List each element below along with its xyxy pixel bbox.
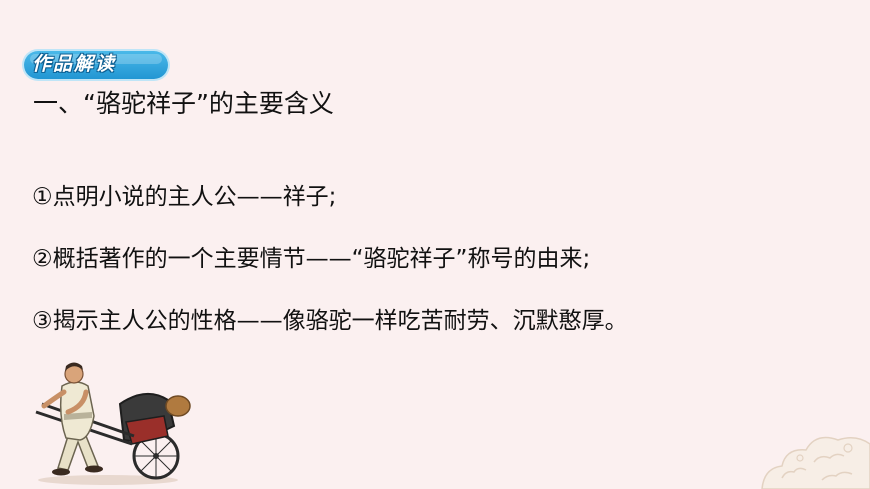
point-2: ②概括著作的一个主要情节——“骆驼祥子”称号的由来; (32, 246, 591, 272)
ground-shadow (38, 475, 178, 485)
badge-pill (24, 51, 168, 79)
rickshaw-seat (125, 415, 169, 445)
point-1: ①点明小说的主人公——祥子; (32, 184, 337, 210)
badge-label: 作品解读 (32, 53, 117, 75)
point-3: ③揭示主人公的性格——像骆驼一样吃苦耐劳、沉默憨厚。 (32, 308, 628, 334)
section-title: 一、“骆驼祥子”的主要含义 (33, 89, 334, 118)
cargo-bundle (165, 395, 191, 417)
rickshaw-puller-illustration (35, 362, 191, 485)
section-badge: 作品解读 (20, 47, 172, 83)
puller-legs (57, 435, 100, 471)
cloud-pattern-icon (761, 436, 870, 489)
